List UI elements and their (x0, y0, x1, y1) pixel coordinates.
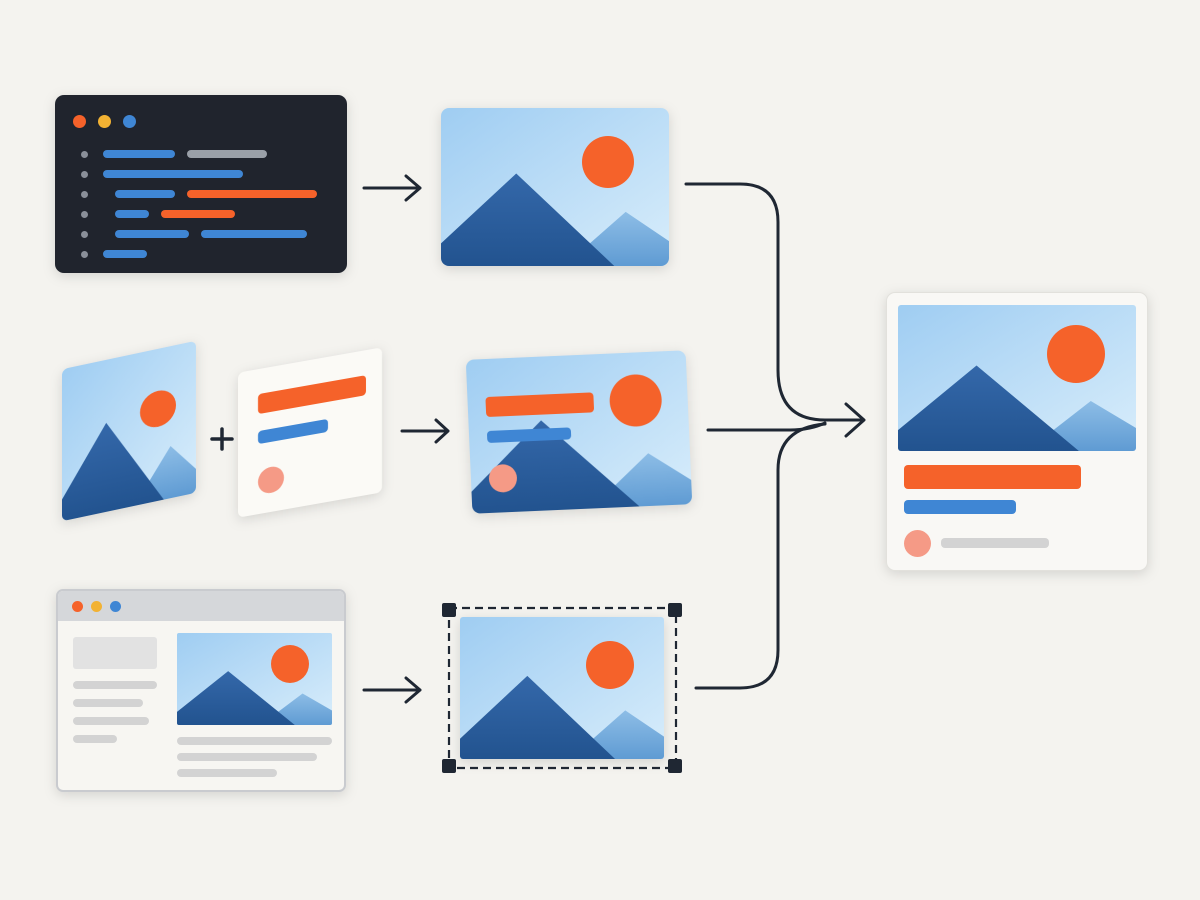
landscape-image-icon (460, 617, 664, 759)
sidebar-line (73, 681, 157, 689)
sun-shape (1047, 325, 1105, 383)
sidebar-line (73, 735, 117, 743)
window-dot-yellow (91, 601, 102, 612)
crop-selection-icon (442, 603, 682, 773)
sun-shape (271, 645, 309, 683)
card-meta-line (941, 538, 1049, 548)
window-dot-red (72, 601, 83, 612)
crop-dashed-frame (442, 603, 682, 773)
sun-shape (586, 641, 634, 689)
landscape-image-icon (177, 633, 332, 725)
code-editor-icon (55, 95, 347, 273)
arrow-right-icon (362, 676, 422, 704)
window-dot-yellow (98, 115, 111, 128)
content-line (177, 769, 277, 777)
arrow-right-icon (362, 174, 422, 202)
browser-window-icon (56, 589, 346, 792)
arrow-right-icon (400, 418, 450, 444)
content-line (177, 737, 332, 745)
window-dot-blue (110, 601, 121, 612)
code-gutter (55, 95, 347, 273)
window-dot-blue (123, 115, 136, 128)
card-avatar-dot (904, 530, 931, 557)
window-dot-red (73, 115, 86, 128)
browser-title-bar (58, 591, 344, 621)
card-title-bar (904, 465, 1081, 489)
landscape-image-icon (898, 305, 1136, 451)
landscape-image-icon (441, 108, 669, 266)
sidebar-block (73, 637, 157, 669)
sidebar-line (73, 717, 149, 725)
content-line (177, 753, 317, 761)
plus-icon (210, 427, 234, 451)
output-card (886, 292, 1148, 571)
card-subtitle-bar (904, 500, 1016, 514)
sidebar-line (73, 699, 143, 707)
sun-shape (582, 136, 634, 188)
